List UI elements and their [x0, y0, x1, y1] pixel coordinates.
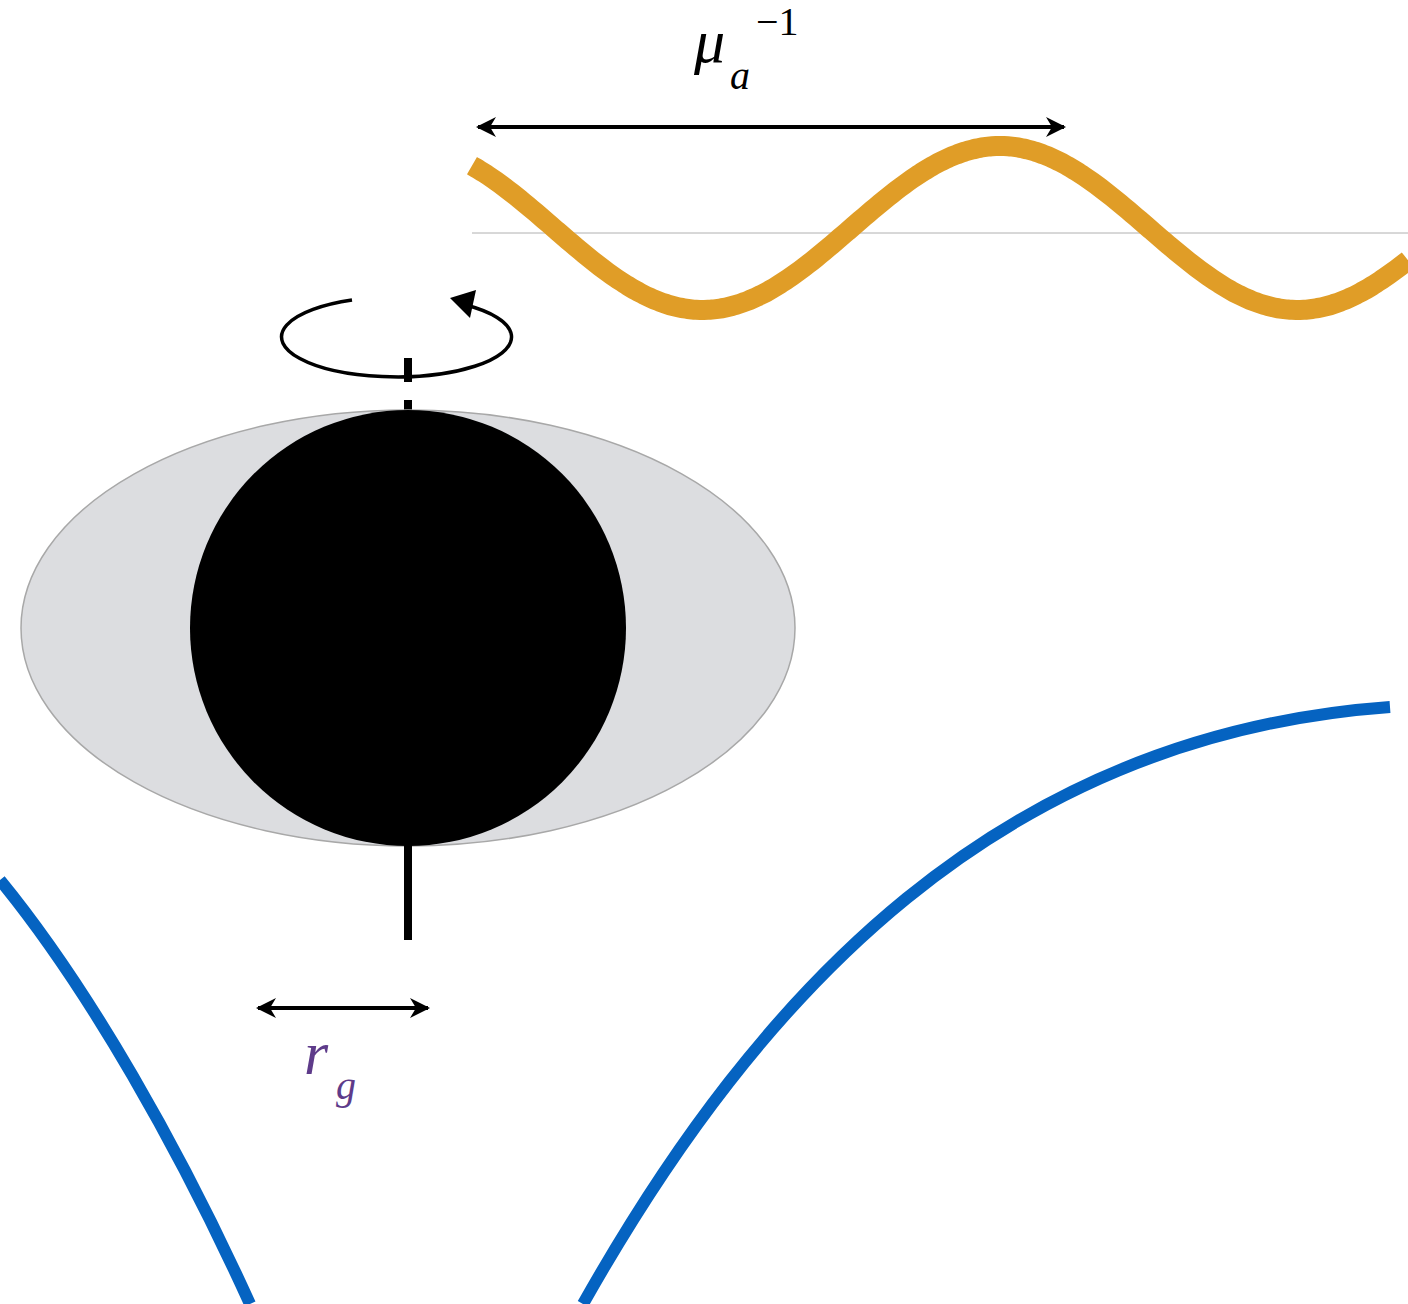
- dimension-arrow: [478, 125, 1064, 129]
- dimension-arrow: [258, 1006, 428, 1010]
- wavelength-exponent: −1: [756, 2, 799, 42]
- potential-curve: [583, 707, 1390, 1304]
- axion-wave: [472, 146, 1408, 310]
- axion-cloud: [21, 410, 795, 846]
- spin-axis-lower: [404, 845, 412, 940]
- black-hole: [190, 410, 626, 846]
- wave-axis: [472, 233, 1408, 234]
- rotation-arrowhead: [450, 290, 476, 318]
- wavelength-subscript: a: [730, 56, 750, 96]
- potential-curve: [0, 880, 250, 1304]
- radius-subscript: g: [336, 1066, 356, 1106]
- radius-symbol: r: [304, 1022, 328, 1084]
- wavelength-symbol: μ: [694, 10, 725, 72]
- rotation-arc: [282, 300, 512, 377]
